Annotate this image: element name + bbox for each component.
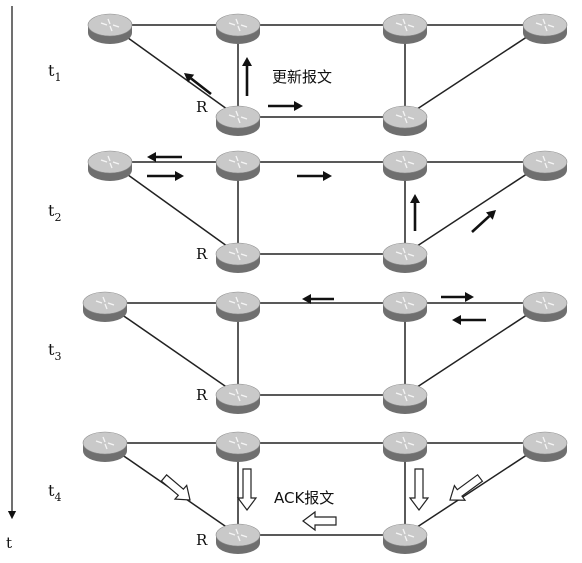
time-label: t3 (48, 340, 61, 363)
router-r-label: R (196, 98, 208, 116)
panel-2: t2R (48, 150, 568, 273)
router-icon (82, 291, 128, 322)
router-icon (382, 13, 428, 44)
link-r5-r3 (404, 302, 546, 396)
link-r5-r3 (404, 161, 546, 255)
router-icon (215, 431, 261, 462)
router-icon (522, 13, 568, 44)
update-arrow-from-far-right (452, 315, 486, 325)
ack-arrow-diag-left (160, 474, 191, 501)
update-arrow-up-right-side (410, 194, 420, 231)
time-axis-label: t (6, 534, 12, 552)
router-r-label: R (196, 531, 208, 549)
ack-arrow-left (302, 510, 337, 532)
router-icon (215, 291, 261, 322)
update-arrow-right (268, 101, 303, 111)
router-icon (522, 431, 568, 462)
ack-arrow-down-left (236, 468, 258, 511)
update-arrow-to-far-right (441, 292, 474, 302)
update-arrow-to-left (184, 73, 212, 96)
router-icon (382, 242, 428, 273)
ack-message-label: ACK报文 (274, 489, 334, 507)
update-arrow-diag-up (471, 210, 496, 233)
router-icon (382, 291, 428, 322)
router-icon (382, 523, 428, 554)
router-icon (215, 523, 261, 554)
link-r0-rR (104, 302, 239, 396)
link-r5-r3 (404, 24, 546, 118)
update-arrow-forward-right (147, 171, 184, 181)
router-icon (522, 150, 568, 181)
time-label: t1 (48, 61, 61, 84)
link-r0-rR (109, 161, 239, 255)
update-arrow-mid-right (297, 171, 332, 181)
router-icon (382, 383, 428, 414)
update-message-label: 更新报文 (272, 68, 332, 86)
ack-arrow-down-right (408, 468, 430, 511)
time-label-main: t (48, 340, 55, 359)
link-r0-rR (109, 24, 239, 118)
router-icon (522, 291, 568, 322)
router-r-label: R (196, 245, 208, 263)
time-label: t4 (48, 481, 61, 504)
time-label-subscript: 3 (54, 350, 61, 363)
router-icon (215, 383, 261, 414)
router-icon (87, 150, 133, 181)
update-arrow-up (242, 57, 252, 96)
router-icon (87, 13, 133, 44)
router-icon (382, 150, 428, 181)
time-label-main: t (48, 61, 55, 80)
time-label-subscript: 1 (54, 71, 61, 84)
panel-1: t1R 更新报文 (48, 13, 568, 136)
router-icon (215, 13, 261, 44)
router-r-label: R (196, 386, 208, 404)
router-icon (215, 105, 261, 136)
panel-3: t3R (48, 291, 568, 414)
update-arrow-back-left (147, 152, 182, 162)
router-icon (215, 150, 261, 181)
time-label-subscript: 2 (54, 211, 61, 224)
update-arrow-leftward (302, 294, 334, 304)
time-label-main: t (48, 201, 55, 220)
time-label: t2 (48, 201, 61, 224)
link-r5-r3 (404, 442, 546, 536)
time-label-subscript: 4 (54, 491, 61, 504)
router-icon (82, 431, 128, 462)
ack-arrow-diag-right (449, 473, 484, 501)
router-icon (215, 242, 261, 273)
router-icon (382, 105, 428, 136)
router-icon (382, 431, 428, 462)
panel-4: t4R ACK报文 (48, 431, 568, 554)
time-label-main: t (48, 481, 55, 500)
